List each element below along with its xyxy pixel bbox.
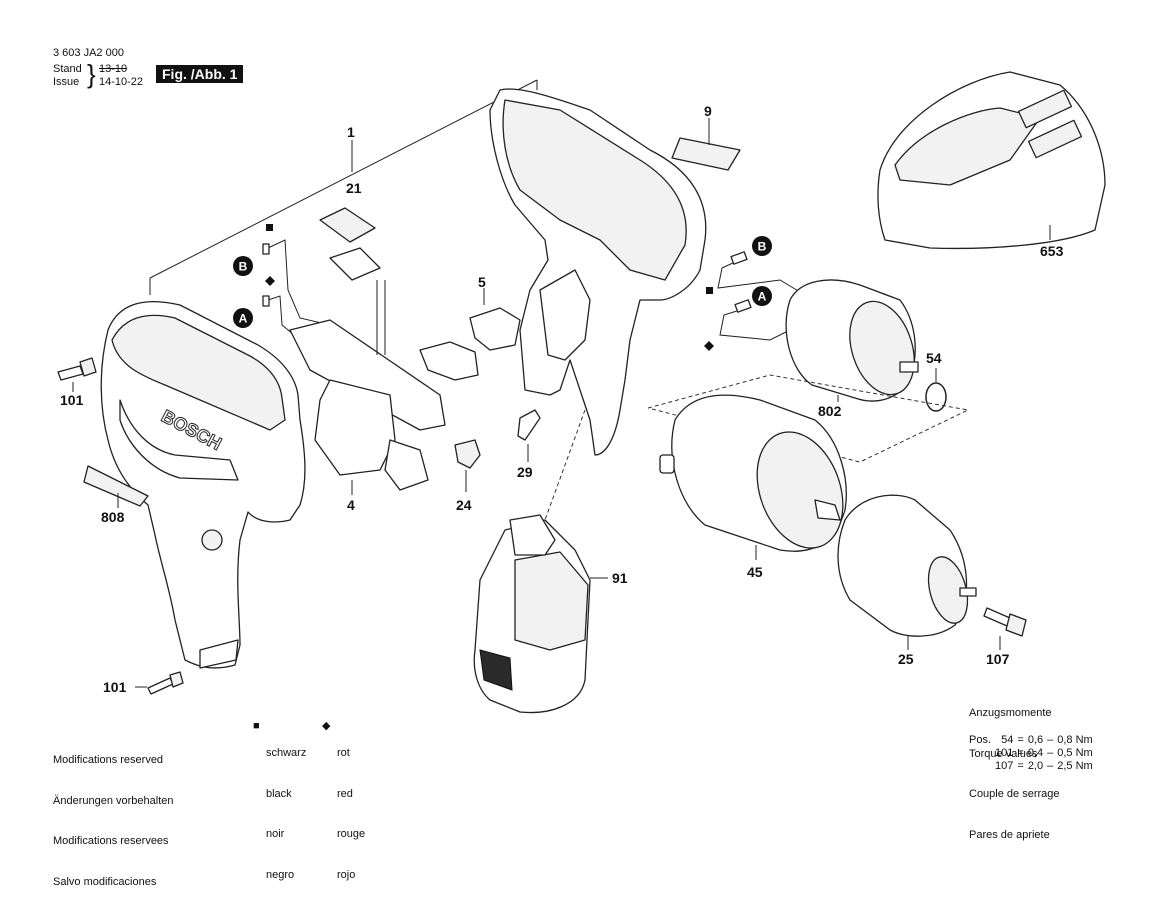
part-808: 808 [101,509,125,525]
clip-24 [454,439,481,469]
screw-107 [983,607,1027,637]
legend-black-fr: noir [266,828,285,840]
new-date: 14-10-22 [99,76,144,88]
torque-min: 0,4 [1027,747,1044,759]
svg-text:B: B [239,260,248,274]
torque-eq: = [1017,734,1024,746]
red-wire-marker-motor [704,341,714,351]
legend-red-es: rojo [337,868,356,881]
charger-653 [877,71,1106,250]
part-5: 5 [478,274,486,290]
label-9 [671,137,741,171]
part-4: 4 [347,497,355,513]
torque-row: 101 = 0,4 – 0,5 Nm [967,747,1095,760]
torque-max: 0,8 Nm [1057,734,1093,746]
torque-min: 2,0 [1027,760,1044,772]
connector-a-left: A [233,308,253,328]
part-107: 107 [986,651,1010,667]
doc-number: 3 603 JA2 000 [53,47,124,59]
legend-black-symbol: ■ [253,720,260,732]
part-9: 9 [704,103,712,119]
part-101-lower: 101 [103,679,127,695]
housing-shell-right [489,88,707,456]
screw-101-lower [147,671,184,695]
modifications-line: Modifications reservees [53,835,169,847]
part-802: 802 [818,403,842,419]
torque-pos-label: Pos. [969,734,992,746]
torque-dash: – [1047,747,1054,759]
modifications-line: Änderungen vorbehalten [53,794,174,807]
part-21: 21 [346,180,362,196]
modifications-notice: Modifications reserved Änderungen vorbeh… [53,727,173,903]
part-91: 91 [612,570,628,586]
part-54: 54 [926,350,942,366]
switch-cover-21 [319,207,381,281]
torque-max: 0,5 Nm [1057,747,1093,759]
modifications-line: Modifications reserved [53,754,164,766]
torque-pos: 54 [1001,734,1014,746]
svg-text:B: B [758,240,767,254]
part-29: 29 [517,464,533,480]
svg-text:A: A [239,312,248,326]
housing-shell-left: BOSCH [100,300,306,669]
connector-a-right: A [752,286,772,306]
svg-text:A: A [758,290,767,304]
legend-black: schwarz black noir negro [266,720,306,896]
modifications-line: Salvo modificaciones [53,875,157,888]
torque-row: 107 = 2,0 – 2,5 Nm [967,760,1095,773]
legend-black-es: negro [266,868,295,881]
part-653: 653 [1040,243,1064,259]
torque-eq: = [1017,760,1024,772]
torque-table: Pos. 54 = 0,6 – 0,8 Nm 101 = 0,4 – 0,5 N… [967,734,1095,773]
exploded-view-drawing: BOSCH [57,71,1106,714]
figure-label: Fig. /Abb. 1 [156,65,244,83]
legend-black-en: black [266,787,292,800]
torque-title-en: Torque values [969,747,1038,760]
legend-red-fr: rouge [337,828,366,840]
torque-row: Pos. 54 = 0,6 – 0,8 Nm [967,734,1095,747]
legend-black-de: schwarz [266,747,307,759]
connector-b-left: B [233,256,253,276]
direction-slide-5 [419,307,521,381]
part-24: 24 [456,497,472,513]
legend-red-en: red [337,787,353,800]
torque-pos: 107 [995,760,1014,772]
part-25: 25 [898,651,914,667]
chuck-25 [837,494,977,637]
stand-label: Stand [53,63,82,75]
connector-b-right: B [752,236,772,256]
label-plate-808 [83,465,149,507]
red-wire-marker [265,276,275,286]
motor-802 [785,279,919,402]
old-date: 13-10 [99,63,128,75]
battery-91 [473,514,591,714]
part-45: 45 [747,564,763,580]
torque-min: 0,6 [1027,734,1044,746]
torque-eq: = [1017,747,1024,759]
black-wire-marker [266,224,273,231]
black-wire-marker-motor [706,287,713,294]
torque-dash: – [1047,760,1054,772]
legend-red-de: rot [337,747,350,759]
torque-dash: – [1047,734,1054,746]
part-101-upper: 101 [60,392,84,408]
legend-red-symbol: ◆ [322,720,331,732]
o-ring-54 [925,382,947,412]
screw-101-upper [57,357,97,381]
switch-assembly-4 [289,319,446,491]
torque-title-fr: Couple de serrage [969,788,1060,800]
spring-clip-29 [517,409,541,441]
brace-icon: } [87,59,96,89]
legend-red: rot red rouge rojo [337,720,365,896]
torque-max: 2,5 Nm [1057,760,1093,772]
issue-label: Issue [53,76,80,88]
gearbox-45 [659,394,847,552]
torque-title-de: Anzugsmomente [969,707,1052,719]
torque-title-es: Pares de apriete [969,828,1050,841]
part-1: 1 [347,124,355,140]
motor-wiring [717,251,801,341]
torque-pos: 101 [995,747,1014,759]
